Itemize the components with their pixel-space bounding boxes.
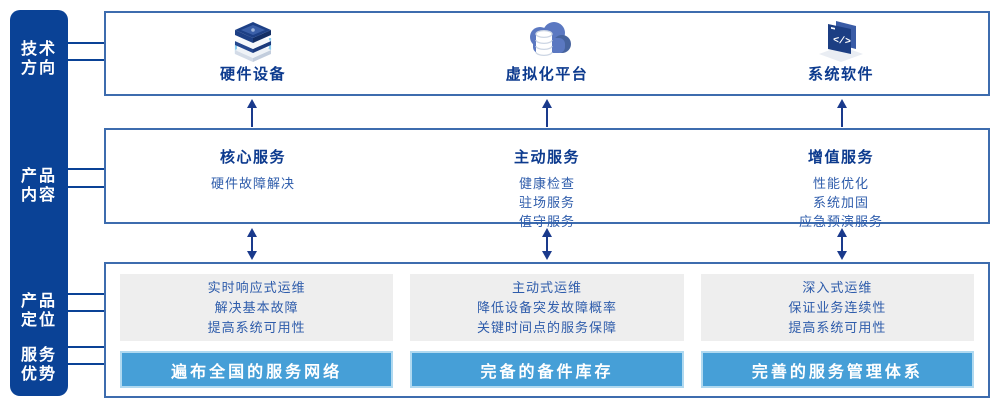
cloud-database-icon <box>530 22 571 57</box>
sidebar-label-service-advantage: 服务 优势 <box>20 347 57 383</box>
tech-item-system-software: </> 系统软件 <box>694 13 988 94</box>
service-column-proactive: 主动服务 健康检查 驻场服务 值守服务 <box>400 130 694 229</box>
server-stack-icon <box>234 22 272 62</box>
connector-line <box>64 346 106 348</box>
connector-line <box>64 363 106 365</box>
category-sidebar: 技术 方向 产品 内容 产品 定位 服务 优势 <box>10 10 68 396</box>
product-content-box: 核心服务 硬件故障解决 主动服务 健康检查 驻场服务 值守服务 增值服务 性能优… <box>104 128 990 229</box>
sidebar-label-product-positioning: 产品 定位 <box>20 293 57 329</box>
connector-line <box>64 59 106 61</box>
service-column-items: 硬件故障解决 <box>210 176 295 191</box>
service-column-title: 核心服务 <box>219 149 286 166</box>
service-column-core: 核心服务 硬件故障解决 <box>106 130 400 222</box>
advantage-badge: 完备的备件库存 <box>410 351 684 388</box>
connector-line <box>64 186 106 188</box>
connector-line <box>64 42 106 44</box>
positioning-column-realtime: 实时响应式运维 解决基本故障 提高系统可用性 遍布全国的服务网络 <box>120 274 394 388</box>
product-positioning-box: 实时响应式运维 解决基本故障 提高系统可用性 遍布全国的服务网络 主动式运维 降… <box>104 262 990 398</box>
positioning-description: 深入式运维 保证业务连续性 提高系统可用性 <box>700 274 974 342</box>
sidebar-label-product-content: 产品 内容 <box>20 168 57 204</box>
service-column-title: 主动服务 <box>513 149 580 166</box>
positioning-description: 主动式运维 降低设备突发故障概率 关键时间点的服务保障 <box>410 274 684 342</box>
double-arrow-icon <box>542 228 552 260</box>
tech-item-label: 系统软件 <box>807 66 874 83</box>
tech-item-label: 硬件设备 <box>219 66 286 83</box>
service-column-value-added: 增值服务 性能优化 系统加固 应急预演服务 <box>694 130 988 229</box>
connector-line <box>64 293 106 295</box>
positioning-column-proactive: 主动式运维 降低设备突发故障概率 关键时间点的服务保障 完备的备件库存 <box>410 274 684 388</box>
up-arrow-icon <box>247 99 257 127</box>
connector-line <box>64 310 106 312</box>
service-column-items: 性能优化 系统加固 应急预演服务 <box>798 176 883 229</box>
tech-item-hardware: 硬件设备 <box>106 13 400 94</box>
double-arrow-icon <box>247 228 257 260</box>
up-arrow-icon <box>542 99 552 127</box>
double-arrow-icon <box>837 228 847 260</box>
code-window-icon: </> <box>819 21 863 62</box>
tech-direction-box: 硬件设备 虚拟化平台 </> <box>104 11 990 96</box>
service-column-items: 健康检查 驻场服务 值守服务 <box>518 176 575 229</box>
tech-item-virtualization: 虚拟化平台 <box>400 13 694 94</box>
positioning-column-indepth: 深入式运维 保证业务连续性 提高系统可用性 完善的服务管理体系 <box>700 274 974 388</box>
positioning-description: 实时响应式运维 解决基本故障 提高系统可用性 <box>120 274 394 342</box>
connector-line <box>64 168 106 170</box>
advantage-badge: 完善的服务管理体系 <box>700 351 974 388</box>
tech-item-label: 虚拟化平台 <box>505 66 589 83</box>
advantage-badge: 遍布全国的服务网络 <box>120 351 394 388</box>
service-column-title: 增值服务 <box>807 149 874 166</box>
svg-text:</>: </> <box>832 34 851 48</box>
sidebar-label-tech-direction: 技术 方向 <box>20 41 57 77</box>
up-arrow-icon <box>837 99 847 127</box>
